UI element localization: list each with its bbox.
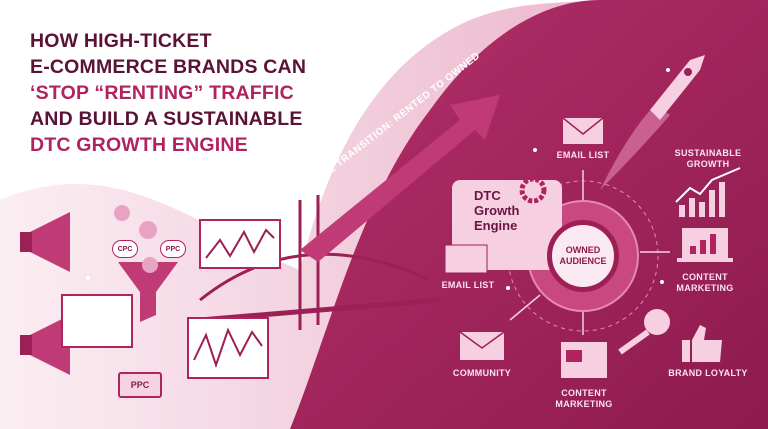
label-line: MARKETING xyxy=(676,283,734,293)
sparkle-icon xyxy=(86,68,670,290)
label-line: CONTENT xyxy=(561,388,607,398)
laptop-chart-icon xyxy=(677,228,733,262)
engine-line: Engine xyxy=(474,218,518,233)
node-email-list-left: EMAIL LIST xyxy=(441,280,495,290)
hub-line: AUDIENCE xyxy=(559,256,607,266)
label-line: SUSTAINABLE xyxy=(674,148,742,158)
headline-line: AND BUILD A SUSTAINABLE xyxy=(30,108,303,130)
hub-line: OWNED xyxy=(565,245,601,255)
engine-line: Growth xyxy=(474,203,520,218)
ppc-ad-box: PPC xyxy=(118,372,162,398)
ppc-tag: PPC xyxy=(160,240,186,258)
growth-chart-icon xyxy=(675,167,741,217)
transition-arrow xyxy=(300,95,500,262)
funnel-icon xyxy=(118,262,178,322)
rocket-trail xyxy=(600,105,670,190)
key-icon xyxy=(618,309,670,355)
volatile-chart-icon xyxy=(199,219,281,269)
email-envelope-icon xyxy=(562,117,604,144)
label-line: CONTENT xyxy=(682,272,728,282)
community-envelope-icon xyxy=(459,331,505,360)
headline-line-highlight: DTC GROWTH ENGINE xyxy=(30,134,248,156)
node-brand-loyalty: BRAND LOYALTY xyxy=(668,368,748,378)
headline-line-highlight: ‘STOP “RENTING” TRAFFIC xyxy=(30,82,294,104)
thumbs-up-icon xyxy=(682,325,722,362)
node-email-list-top: EMAIL LIST xyxy=(556,150,610,160)
coin-icon xyxy=(139,221,157,239)
browser-window-icon xyxy=(61,294,133,348)
headline-line: E-COMMERCE BRANDS CAN xyxy=(30,56,307,78)
coin-icon xyxy=(114,205,130,221)
headline-line: HOW HIGH-TICKET xyxy=(30,30,212,52)
webpage-icon xyxy=(561,342,607,378)
megaphone-icon xyxy=(20,212,70,272)
bridge-icon xyxy=(199,195,441,330)
coin-icon xyxy=(142,257,158,273)
rocket-icon xyxy=(650,55,705,120)
cpc-tag: CPC xyxy=(112,240,138,258)
engine-line: DTC xyxy=(474,188,501,203)
label-line: MARKETING xyxy=(555,399,613,409)
headline: HOW HIGH-TICKET E-COMMERCE BRANDS CAN ‘S… xyxy=(30,28,306,158)
megaphone-icon xyxy=(20,315,70,375)
label-line: GROWTH xyxy=(686,159,730,169)
volatile-chart-icon xyxy=(187,317,269,379)
node-community: COMMUNITY xyxy=(452,368,512,378)
dtc-growth-engine-box: DTC Growth Engine xyxy=(452,180,562,270)
